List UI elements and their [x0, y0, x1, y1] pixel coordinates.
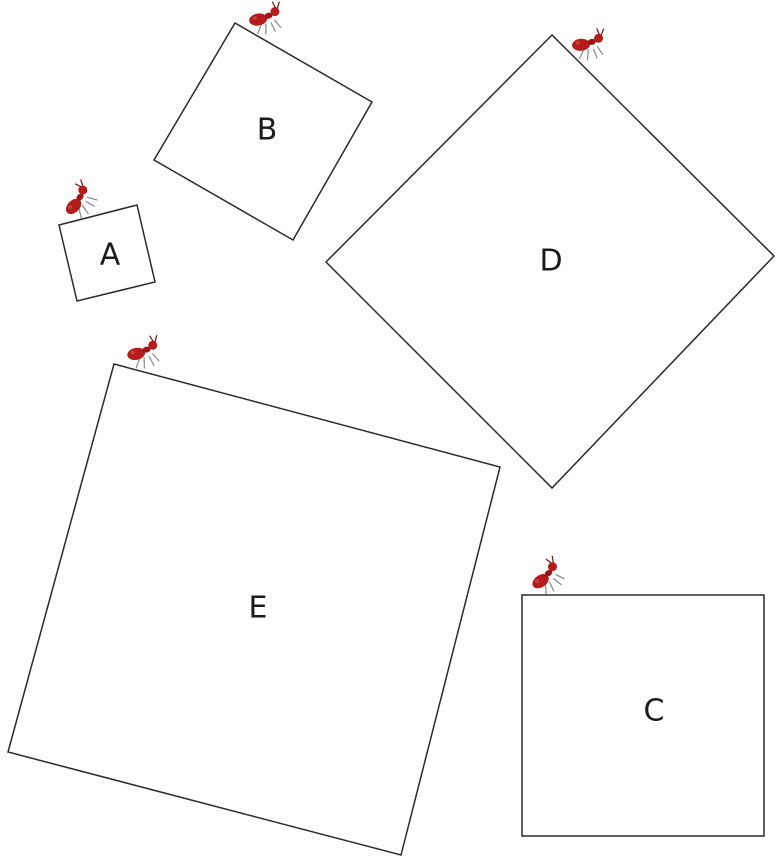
- square-b: B: [154, 23, 372, 240]
- ant-icon: [571, 28, 607, 62]
- square-e-label: E: [249, 591, 268, 626]
- square-e: E: [8, 364, 500, 855]
- square-c-label: C: [644, 694, 665, 729]
- square-a-label: A: [100, 238, 121, 273]
- square-d: D: [326, 35, 774, 488]
- square-b-label: B: [257, 113, 278, 148]
- square-a: A: [59, 205, 155, 301]
- ant-icon: [247, 1, 285, 37]
- ant-icon: [124, 334, 163, 371]
- ant-icon: [57, 179, 102, 224]
- ant-icon: [525, 555, 570, 599]
- square-c: C: [522, 595, 764, 836]
- square-d-label: D: [539, 244, 562, 279]
